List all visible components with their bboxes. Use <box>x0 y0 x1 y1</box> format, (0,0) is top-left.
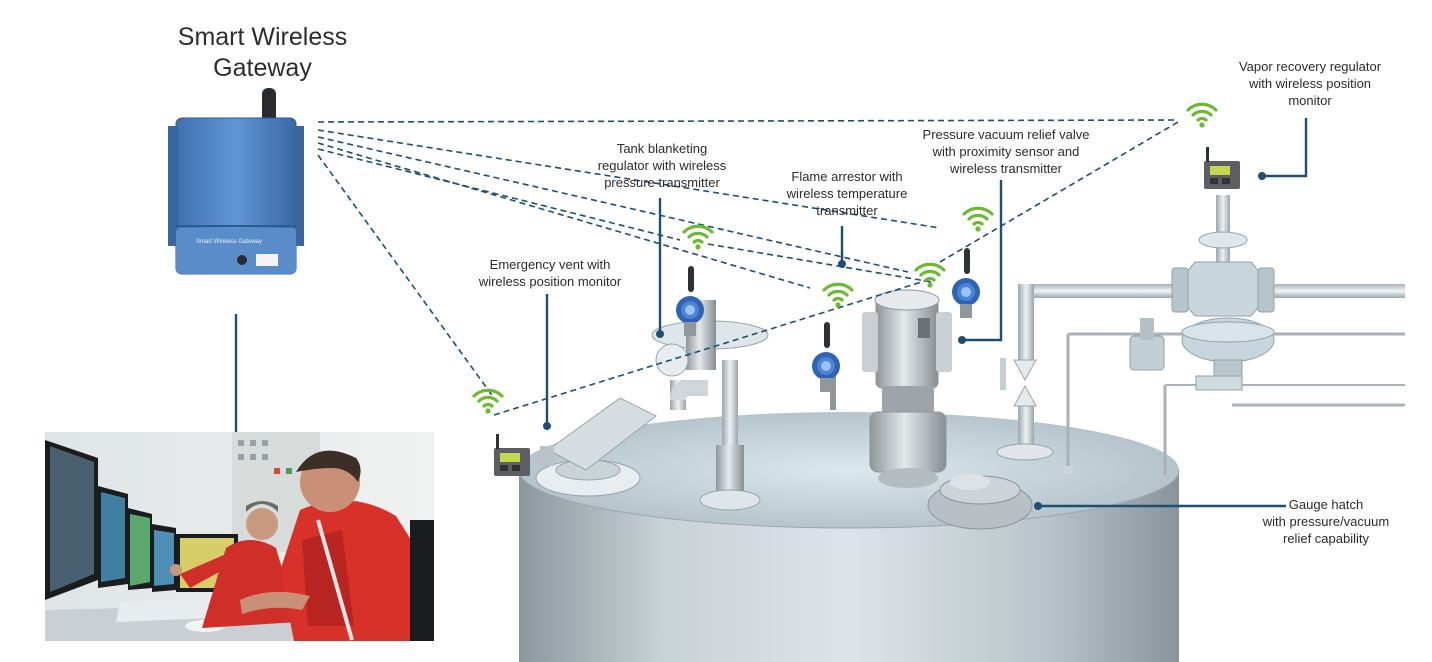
vapor-recovery-piping <box>996 284 1405 475</box>
wifi-icon <box>682 224 714 252</box>
emergency-vent <box>535 397 657 497</box>
label-vapor-recovery: Vapor recovery regulator with wireless p… <box>1238 59 1382 108</box>
label-pressure-vacuum-relief: Pressure vacuum relief valve with proxim… <box>922 127 1090 176</box>
wifi-icon <box>962 206 994 234</box>
wifi-icon <box>1186 102 1218 130</box>
label-gauge-hatch: Gauge hatch with pressure/vacuum relief … <box>1262 497 1390 546</box>
vapor-recovery-monitor-icon <box>1204 147 1240 189</box>
storage-tank <box>518 412 1180 662</box>
control-room-photo <box>45 432 434 641</box>
label-tank-blanketing: Tank blanketing regulator with wireless … <box>597 141 727 190</box>
wifi-icon <box>914 262 946 290</box>
label-flame-arrestor: Flame arrestor with wireless temperature… <box>786 169 908 218</box>
gateway-title-line1: Smart Wireless <box>177 23 348 51</box>
relief-valve-transmitter-icon <box>952 248 980 318</box>
callout-lines <box>545 118 1308 508</box>
callout-dots <box>543 172 1266 510</box>
gauge-hatch <box>927 474 1033 530</box>
smart-wireless-gateway-device: Smart Wireless Gateway <box>168 88 304 275</box>
flame-arrestor <box>830 289 952 488</box>
gateway-title-line2: Gateway <box>213 54 312 82</box>
wifi-icon <box>822 282 854 310</box>
gateway-device-label: Smart Wireless Gateway <box>196 239 262 245</box>
wireless-links <box>317 119 1179 416</box>
vapor-recovery-regulator <box>1129 195 1275 391</box>
wifi-icon <box>472 388 504 416</box>
label-emergency-vent: Emergency vent with wireless position mo… <box>478 257 622 289</box>
gateway-title: Smart Wireless Gateway <box>150 22 375 84</box>
emergency-vent-monitor-icon <box>494 434 530 476</box>
